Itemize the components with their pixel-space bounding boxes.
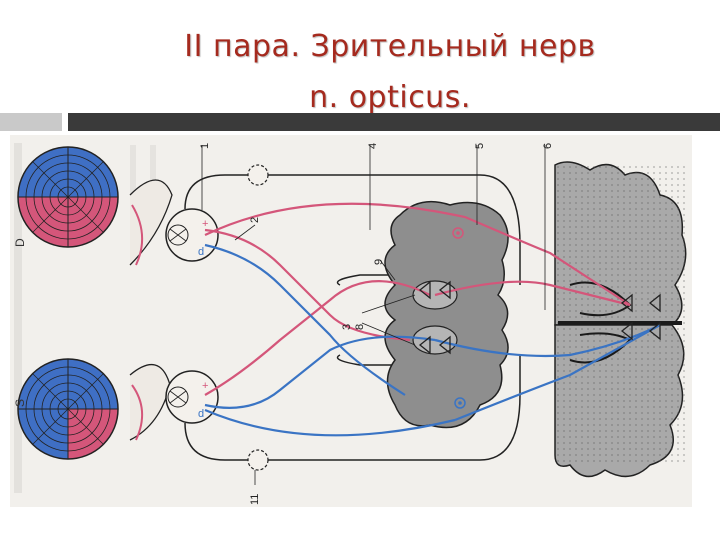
eye-right-label: D [13,238,27,247]
label-11: 11 [249,494,261,505]
title-divider-dark [68,113,720,131]
label-leaders [201,145,546,485]
pretectal-nuclei [452,227,466,409]
label-3: 3 [341,324,353,330]
svg-text:d: d [198,246,204,258]
svg-text:d: d [198,408,204,420]
geniculate-synapses [418,280,451,355]
label-2: 2 [249,217,261,223]
visual-field-left [17,358,119,460]
eye-left-label: S [13,399,27,407]
svg-text:+: + [202,380,208,392]
label-9: 9 [373,259,385,265]
ganglion-bottom [247,449,269,471]
field-arcs [129,179,173,441]
slide-title-line-2: n. opticus. [309,80,471,115]
svg-text:+: + [202,218,208,230]
background-text-texture [14,143,156,493]
eyeball-left: + d [165,370,219,424]
visual-field-right [17,146,119,248]
ganglion-top [247,164,269,186]
label-8: 8 [354,324,366,330]
eyeball-right: + d [165,208,219,262]
pink-fibers [204,202,631,396]
reflex-loops [184,174,521,461]
occipital-cortex [554,161,687,478]
optic-pathway-diagram: D S + d + d [10,135,692,507]
label-4: 4 [367,143,379,149]
label-5: 5 [474,143,486,149]
slide-title-line-1: II пара. Зрительный нерв [184,29,596,64]
label-6: 6 [542,143,554,149]
cortical-synapses [620,293,661,341]
blue-fibers [204,243,661,437]
label-1: 1 [199,143,211,149]
title-divider-light [0,113,62,131]
midbrain [384,200,509,429]
